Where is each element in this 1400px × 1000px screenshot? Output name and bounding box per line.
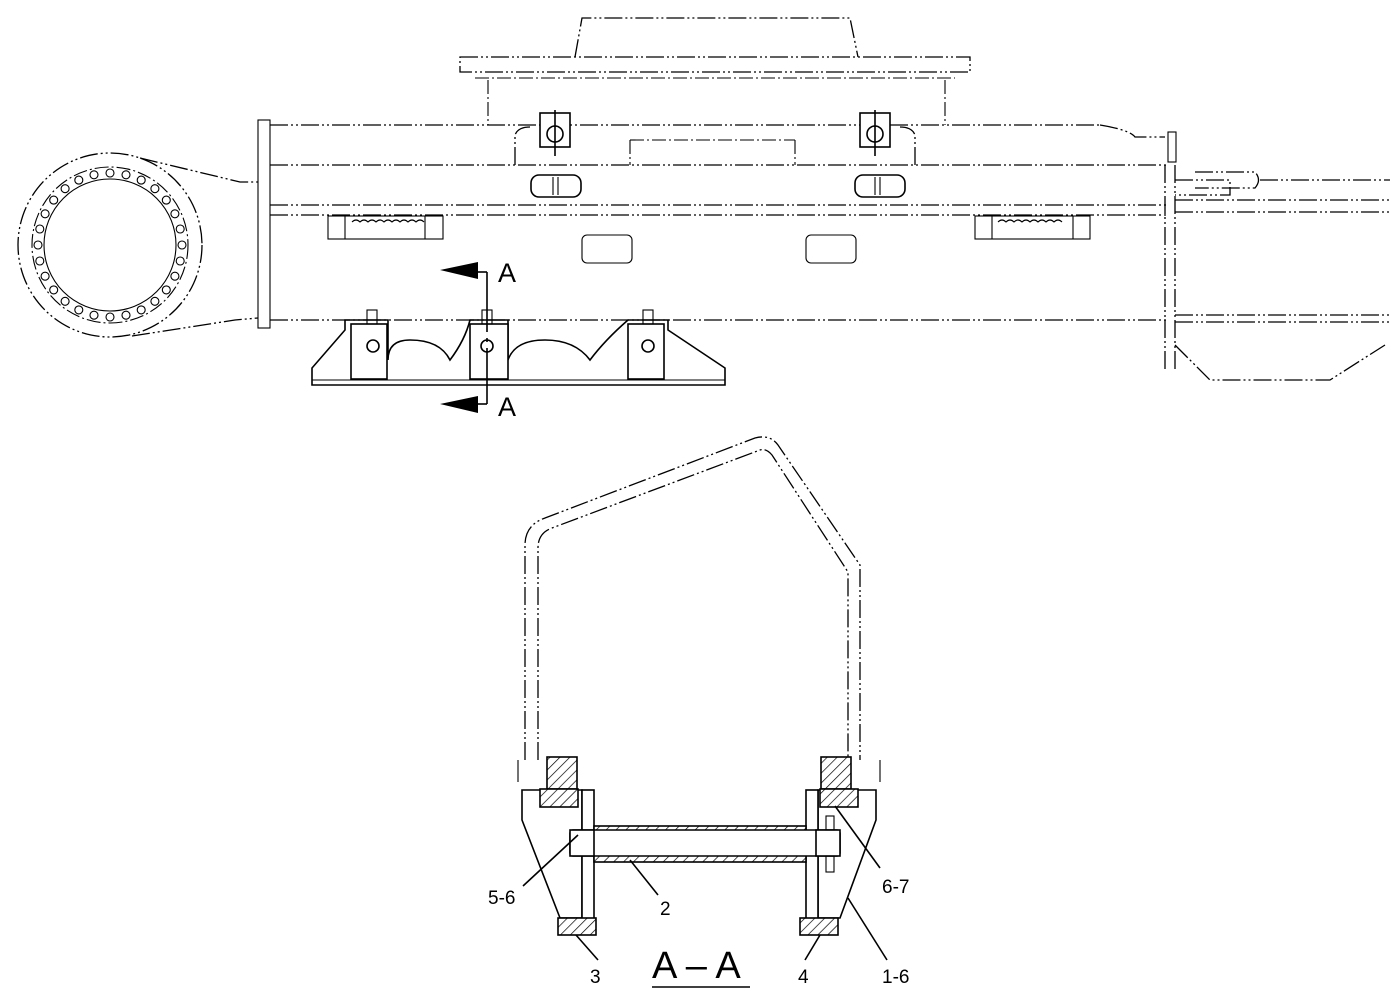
cut-arrow-top [440,262,478,279]
section-a-a-view: 5-6 2 6-7 3 4 1-6 A – A [488,436,909,988]
window-right [805,234,857,264]
bolt-hole [161,285,171,295]
main-beam-outline [257,119,1177,329]
bolt-hole [175,224,185,234]
right-wear-pad [819,788,859,808]
right-end-housing [1164,165,1390,381]
section-title: A – A [652,945,741,987]
bolt-hole [170,271,180,281]
callout-1-6: 1-6 [882,967,909,988]
bolt-hole [175,256,185,266]
bolt-hole [40,271,50,281]
bolt-hole [89,170,99,180]
callout-6-7: 6-7 [882,877,909,898]
part-3-base-plate [557,917,597,936]
bolt-hole [35,256,45,266]
callout-2: 2 [660,899,671,920]
bolt-hole [150,184,160,194]
lower-bracket-right [974,215,1091,240]
right-guide-block [820,756,852,790]
upper-housing-outline [459,17,971,125]
cut-arrow-bottom [440,396,478,413]
section-housing-outline [517,436,881,782]
bolt-hole [105,312,115,322]
part-4-base-plate [799,917,839,936]
bolt-hole [161,195,171,205]
bolt-hole [74,175,84,185]
callout-leaders [522,805,888,961]
left-wear-pad [539,788,579,808]
bolt-hole [136,175,146,185]
bolt-hole [89,310,99,320]
cut-label-bottom: A [498,392,516,422]
top-clamp-left [539,110,571,156]
bolt-hole [49,285,59,295]
roller-bracket-middle [469,309,509,380]
bolt-hole [170,209,180,219]
roller-bracket-right [627,309,665,380]
slot-right [854,174,906,198]
callout-5-6: 5-6 [488,888,515,909]
track-frame [311,319,726,386]
left-guide-block [546,756,578,790]
bolt-hole [136,305,146,315]
roller-bracket-left [350,309,388,380]
bolt-hole [177,240,187,250]
bolt-hole [105,168,115,178]
lower-bracket-left [327,215,444,240]
section-cut-line: A A [440,258,516,422]
bolt-hole [150,296,160,306]
bolt-hole [121,170,131,180]
bolt-hole [40,209,50,219]
bolt-hole [121,310,131,320]
bolt-hole [49,195,59,205]
window-left [581,234,633,264]
slot-left [530,174,582,198]
bolt-hole [74,305,84,315]
end-ring-assembly [17,152,259,338]
callout-4: 4 [798,967,809,988]
bolt-hole [35,224,45,234]
cut-label-top: A [498,258,516,288]
top-clamp-right [859,110,891,156]
bolt-hole [60,184,70,194]
pin-shaft [569,815,841,873]
left-side-plate [521,756,597,936]
bolt-circle [33,168,187,322]
bolt-hole [33,240,43,250]
bolt-hole [60,296,70,306]
callout-3: 3 [590,967,601,988]
side-elevation-view: A A [17,17,1390,422]
